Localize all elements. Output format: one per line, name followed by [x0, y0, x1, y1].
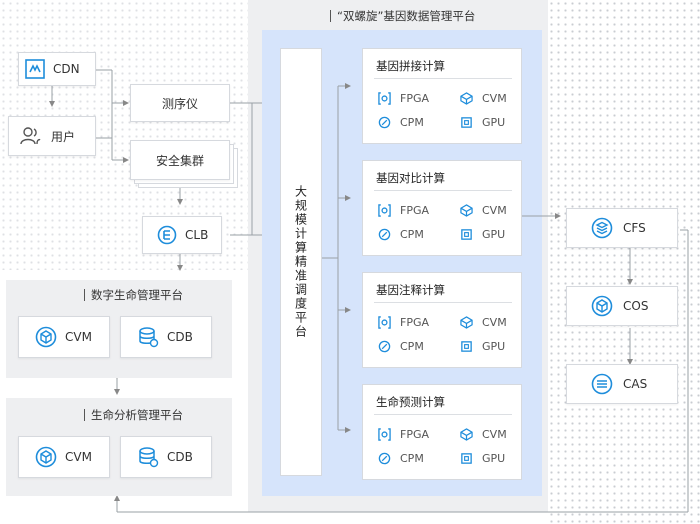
compute-title: 生命预测计算 — [376, 395, 445, 409]
clb-node[interactable]: CLB — [142, 216, 222, 254]
title-bar — [330, 10, 331, 22]
cvm-icon — [35, 446, 57, 468]
cas-node[interactable]: CAS — [566, 364, 678, 404]
cos-icon — [591, 295, 613, 317]
analysis-cvm-node[interactable]: CVM — [18, 436, 110, 478]
cfs-icon — [591, 217, 613, 239]
clb-label: CLB — [185, 228, 209, 242]
compute-item-gpu: GPU — [460, 116, 505, 129]
gpu-icon — [460, 116, 477, 129]
digital-cdb-node[interactable]: CDB — [120, 316, 212, 358]
compute-item-fpga: FPGA — [378, 316, 429, 329]
compute-item-fpga: FPGA — [378, 204, 429, 217]
compute-item-label: FPGA — [400, 428, 430, 441]
compute-item-label: FPGA — [400, 204, 430, 217]
compute-item-fpga: FPGA — [378, 92, 429, 105]
compute-item-cvm: CVM — [460, 316, 507, 329]
user-label: 用户 — [51, 129, 76, 144]
compute-item-cpm: CPM — [378, 452, 424, 465]
sequencer-node[interactable]: 测序仪 — [130, 84, 230, 122]
analysis-platform-title: 生命分析管理平台 — [84, 408, 183, 422]
user-node[interactable]: 用户 — [8, 116, 96, 156]
cvm-icon — [460, 428, 477, 441]
compute-divider — [374, 302, 512, 303]
security-cluster-node[interactable]: 安全集群 — [130, 140, 230, 180]
gpu-icon — [460, 452, 477, 465]
compute-divider — [374, 414, 512, 415]
compute-item-fpga: FPGA — [378, 428, 429, 441]
compute-divider — [374, 78, 512, 79]
compute-item-label: CPM — [400, 228, 424, 241]
compute-item-label: FPGA — [400, 316, 430, 329]
fpga-icon — [378, 428, 395, 441]
compute-item-label: CVM — [482, 316, 507, 329]
cfs-node[interactable]: CFS — [566, 208, 678, 248]
fpga-icon — [378, 316, 395, 329]
compute-item-label: GPU — [482, 116, 506, 129]
compute-title: 基因拼接计算 — [376, 59, 445, 73]
cpm-icon — [378, 340, 395, 353]
cas-icon — [591, 373, 613, 395]
compute-block[interactable] — [362, 48, 522, 144]
compute-title: 基因对比计算 — [376, 171, 445, 185]
compute-item-cpm: CPM — [378, 228, 424, 241]
compute-item-label: GPU — [482, 228, 506, 241]
fpga-icon — [378, 92, 395, 105]
compute-item-cvm: CVM — [460, 204, 507, 217]
page-title: “双螺旋”基因数据管理平台 — [330, 8, 475, 24]
cvm-icon — [35, 326, 57, 348]
compute-item-gpu: GPU — [460, 340, 505, 353]
sequencer-label: 测序仪 — [161, 96, 198, 111]
security-label: 安全集群 — [155, 153, 204, 168]
compute-item-cvm: CVM — [460, 92, 507, 105]
cdb-icon — [137, 446, 159, 468]
cvm-icon — [460, 316, 477, 329]
compute-item-cpm: CPM — [378, 116, 424, 129]
compute-title: 基因注释计算 — [376, 283, 445, 297]
users-icon — [19, 126, 43, 146]
compute-item-gpu: GPU — [460, 228, 505, 241]
cvm-icon — [460, 204, 477, 217]
compute-divider — [374, 190, 512, 191]
dotted-background — [548, 0, 700, 524]
compute-item-label: CPM — [400, 452, 424, 465]
cpm-icon — [378, 116, 395, 129]
cdn-node[interactable]: CDN — [18, 52, 96, 86]
cpm-icon — [378, 452, 395, 465]
scheduler-label: 大规模计算精准调度平台 — [293, 185, 308, 339]
cdn-label: CDN — [53, 62, 80, 76]
compute-block[interactable] — [362, 384, 522, 480]
compute-item-label: CPM — [400, 116, 424, 129]
compute-item-cpm: CPM — [378, 340, 424, 353]
compute-item-label: GPU — [482, 452, 506, 465]
page-title-text: “双螺旋”基因数据管理平台 — [337, 9, 476, 23]
compute-item-label: FPGA — [400, 92, 430, 105]
cvm-icon — [460, 92, 477, 105]
digital-platform-title: 数字生命管理平台 — [84, 288, 183, 302]
analysis-cdb-node[interactable]: CDB — [120, 436, 212, 478]
cpm-icon — [378, 228, 395, 241]
gpu-icon — [460, 228, 477, 241]
compute-item-label: CVM — [482, 204, 507, 217]
clb-icon — [157, 225, 177, 245]
compute-item-cvm: CVM — [460, 428, 507, 441]
cos-node[interactable]: COS — [566, 286, 678, 326]
compute-item-label: CPM — [400, 340, 424, 353]
cdn-icon — [25, 59, 45, 79]
compute-item-label: CVM — [482, 428, 507, 441]
gpu-icon — [460, 340, 477, 353]
fpga-icon — [378, 204, 395, 217]
compute-block[interactable] — [362, 272, 522, 368]
cdb-icon — [137, 326, 159, 348]
compute-block[interactable] — [362, 160, 522, 256]
scheduler-node[interactable]: 大规模计算精准调度平台 — [280, 48, 322, 476]
compute-item-gpu: GPU — [460, 452, 505, 465]
compute-item-label: GPU — [482, 340, 506, 353]
digital-cvm-node[interactable]: CVM — [18, 316, 110, 358]
compute-item-label: CVM — [482, 92, 507, 105]
